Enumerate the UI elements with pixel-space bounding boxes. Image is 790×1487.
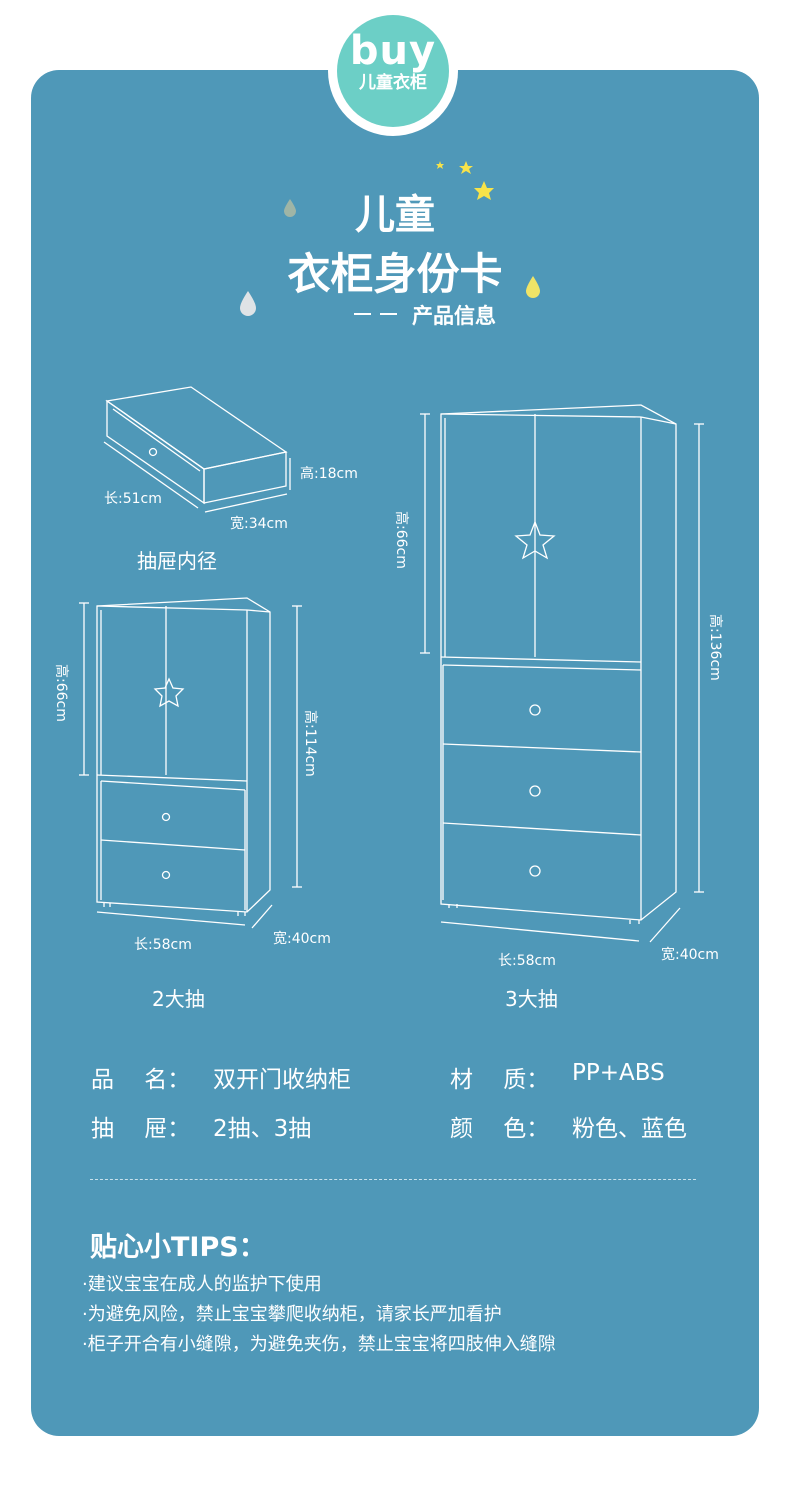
spec-material-label: 材 质： bbox=[450, 1067, 550, 1093]
cabinet-3-caption: 3大抽 bbox=[505, 987, 558, 1011]
spec-name-label: 品 名： bbox=[91, 1067, 191, 1093]
tip-item: ·为避免风险，禁止宝宝攀爬收纳柜，请家长严加看护 bbox=[82, 1304, 502, 1325]
drawer-diagram bbox=[103, 386, 291, 513]
cabinet-3-diagram bbox=[420, 404, 704, 943]
tips-title: 贴心小TIPS： bbox=[90, 1232, 266, 1263]
cabinet-3-width-label: 宽:40cm bbox=[661, 947, 719, 963]
info-card bbox=[31, 70, 759, 1436]
tip-item: ·建议宝宝在成人的监护下使用 bbox=[82, 1274, 322, 1295]
cabinet-2-total-height-label: 高:114cm bbox=[302, 710, 318, 777]
star-icon bbox=[474, 181, 494, 200]
subtitle-dash bbox=[380, 313, 397, 315]
cabinet-3-length-label: 长:58cm bbox=[498, 953, 556, 969]
cabinet-2-upper-height-label: 高:66cm bbox=[53, 664, 69, 722]
badge-caption: 儿童衣柜 bbox=[359, 73, 427, 93]
spec-drawers-label: 抽 屉： bbox=[91, 1116, 191, 1142]
spec-drawers-value: 2抽、3抽 bbox=[213, 1116, 312, 1142]
star-icon bbox=[459, 161, 473, 174]
spec-material-value: PP+ABS bbox=[572, 1060, 665, 1086]
subtitle: 产品信息 bbox=[412, 304, 496, 328]
drawer-caption: 抽屉内径 bbox=[137, 549, 217, 573]
dashed-divider bbox=[90, 1179, 696, 1180]
tip-item: ·柜子开合有小缝隙，为避免夹伤，禁止宝宝将四肢伸入缝隙 bbox=[82, 1334, 556, 1355]
spec-name-value: 双开门收纳柜 bbox=[213, 1067, 351, 1093]
drop-icon bbox=[526, 276, 540, 298]
spec-color-value: 粉色、蓝色 bbox=[572, 1116, 687, 1142]
drawer-width-label: 宽:34cm bbox=[230, 516, 288, 532]
drop-icon bbox=[284, 199, 296, 217]
heading-line-1: 儿童 bbox=[355, 192, 435, 238]
drawer-height-label: 高:18cm bbox=[300, 466, 358, 482]
cabinet-2-caption: 2大抽 bbox=[152, 987, 205, 1011]
buy-badge: buy 儿童衣柜 bbox=[337, 15, 449, 127]
drawer-length-label: 长:51cm bbox=[104, 491, 162, 507]
cabinet-2-width-label: 宽:40cm bbox=[273, 931, 331, 947]
star-icon bbox=[436, 161, 444, 169]
subtitle-dash bbox=[354, 313, 371, 315]
cabinet-3-total-height-label: 高:136cm bbox=[707, 614, 723, 681]
cabinet-2-diagram bbox=[79, 597, 302, 929]
cabinet-3-upper-height-label: 高:66cm bbox=[393, 511, 409, 569]
cabinet-2-length-label: 长:58cm bbox=[134, 937, 192, 953]
heading-line-2: 衣柜身份卡 bbox=[287, 250, 503, 300]
badge-word: buy bbox=[349, 28, 437, 74]
spec-color-label: 颜 色： bbox=[450, 1116, 550, 1142]
drop-icon bbox=[240, 291, 256, 316]
